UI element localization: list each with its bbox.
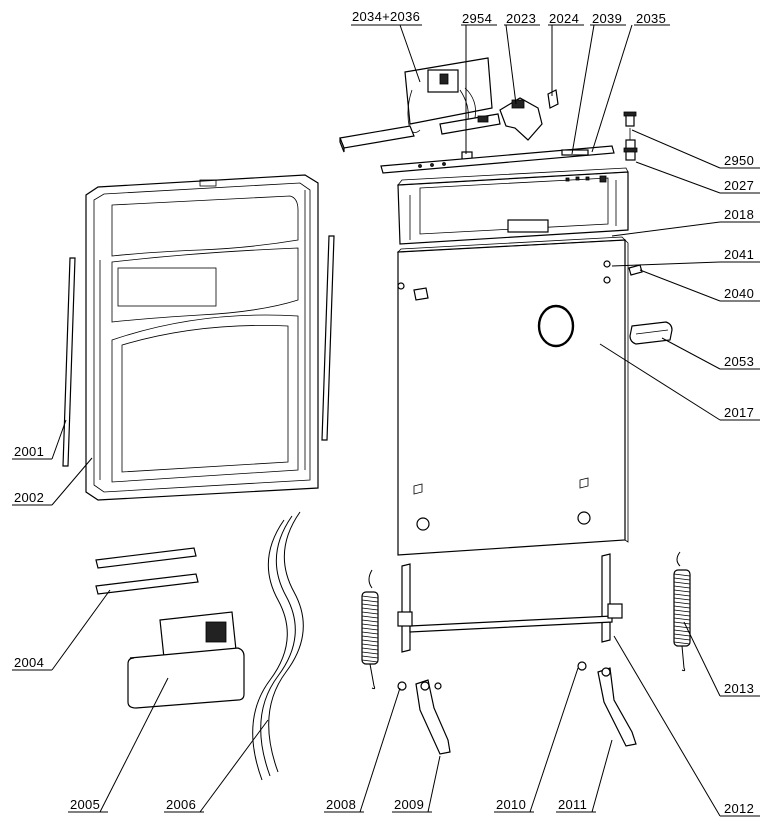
label-2012: 2012 <box>724 801 754 816</box>
spring-coil <box>673 585 691 589</box>
label-2011: 2011 <box>558 797 587 812</box>
spring-coil <box>361 627 379 631</box>
spring-coil <box>673 593 691 597</box>
part-labels: 2034+2036 2954 2023 2024 2039 2035 2950 … <box>14 9 754 816</box>
spring-coil <box>673 581 691 585</box>
outer-door-panel <box>396 236 629 556</box>
label-2027: 2027 <box>724 178 754 193</box>
spring-coil <box>673 625 691 629</box>
label-2035: 2035 <box>636 11 666 26</box>
cable-2006 <box>252 511 304 781</box>
hinge-arm-left <box>415 679 451 755</box>
spring-coil <box>673 577 691 581</box>
spring-coil <box>361 643 379 647</box>
door-switch <box>499 97 543 141</box>
knob-2950 <box>623 111 637 127</box>
display-module <box>439 113 501 135</box>
button-strip <box>339 125 415 153</box>
label-2004: 2004 <box>14 655 44 670</box>
knob-shaft-2027 <box>623 128 638 161</box>
spring-coil <box>361 651 379 655</box>
spring-coil <box>673 621 691 625</box>
spring-coil <box>361 599 379 603</box>
label-2053: 2053 <box>724 354 754 369</box>
spring-coil <box>361 595 379 599</box>
label-2040: 2040 <box>724 286 754 301</box>
washer-2008 <box>397 681 407 691</box>
spring-coil <box>361 619 379 623</box>
leader-lines <box>12 24 760 817</box>
spring-right <box>673 551 691 672</box>
spring-coil <box>673 589 691 593</box>
spring-coil <box>673 613 691 617</box>
spring-coil <box>361 631 379 635</box>
spring-coil <box>361 655 379 659</box>
spring-coil <box>361 647 379 651</box>
spring-coil <box>673 633 691 637</box>
control-pcb <box>404 57 493 133</box>
label-2013: 2013 <box>724 681 754 696</box>
spring-coil <box>361 615 379 619</box>
label-2001: 2001 <box>14 444 44 459</box>
label-2017: 2017 <box>724 405 754 420</box>
spring-coil <box>673 617 691 621</box>
bracket-lower <box>95 573 199 595</box>
label-2018: 2018 <box>724 207 754 222</box>
spring-coil <box>673 573 691 577</box>
spring-coil <box>673 597 691 601</box>
box-2005 <box>127 611 245 709</box>
spring-coil <box>361 659 379 663</box>
gasket-strip-left <box>62 257 76 467</box>
clip-2040 <box>628 264 643 276</box>
spring-coil <box>673 609 691 613</box>
spring-coil <box>673 637 691 641</box>
hinge-bar-assembly <box>397 553 623 653</box>
spring-coil <box>361 635 379 639</box>
bracket-upper <box>95 547 197 569</box>
spring-coil <box>673 641 691 645</box>
spring-coil <box>361 603 379 607</box>
gasket-strip-right <box>321 235 335 441</box>
label-2010: 2010 <box>496 797 526 812</box>
spring-coil <box>673 629 691 633</box>
control-panel-housing <box>397 167 629 245</box>
label-2006: 2006 <box>166 797 196 812</box>
label-2023: 2023 <box>506 11 536 26</box>
hinge-arm-right <box>597 667 637 747</box>
spring-coil <box>361 611 379 615</box>
label-2009: 2009 <box>394 797 424 812</box>
label-2039: 2039 <box>592 11 622 26</box>
label-2008: 2008 <box>326 797 356 812</box>
label-2950: 2950 <box>724 153 754 168</box>
handle-2053 <box>629 321 673 345</box>
spring-coil <box>673 601 691 605</box>
spring-coil <box>361 607 379 611</box>
inner-door-panel <box>85 174 319 501</box>
spring-left <box>361 569 379 690</box>
label-2041: 2041 <box>724 247 754 262</box>
spring-coil <box>361 623 379 627</box>
label-2005: 2005 <box>70 797 100 812</box>
label-2024: 2024 <box>549 11 579 26</box>
control-panel-trim <box>380 145 615 174</box>
spring-coil <box>361 639 379 643</box>
spring-coil <box>673 605 691 609</box>
label-2034-2036: 2034+2036 <box>352 9 420 24</box>
label-2002: 2002 <box>14 490 44 505</box>
small-switch-2024 <box>547 89 559 109</box>
nut-2010 <box>577 661 587 671</box>
label-2954: 2954 <box>462 11 492 26</box>
